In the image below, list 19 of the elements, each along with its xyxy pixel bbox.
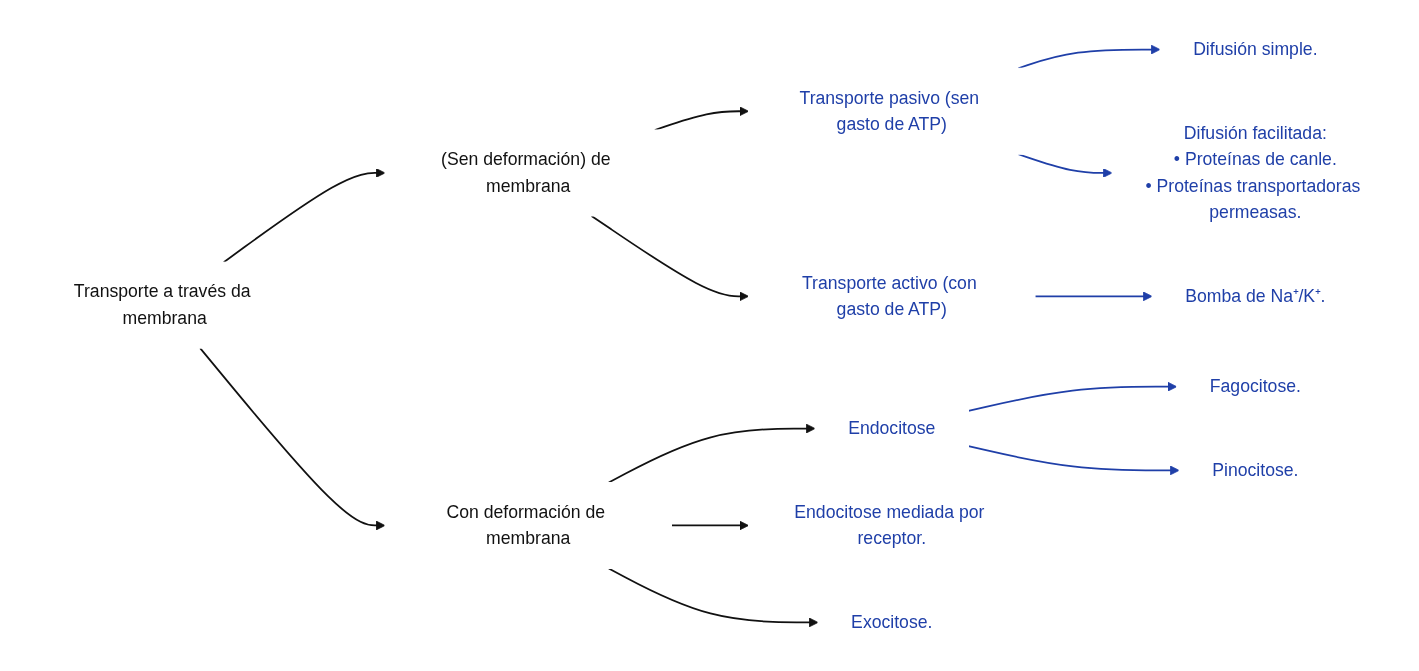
node-text: Endocitose bbox=[847, 418, 935, 437]
arrow bbox=[222, 167, 385, 263]
arrow bbox=[590, 214, 749, 301]
node-text: Transporte a través da membrana bbox=[73, 281, 251, 327]
arrow bbox=[967, 381, 1177, 412]
node-text: Pinocitose. bbox=[1211, 459, 1298, 479]
node-text: Transporte pasivo (sen gasto de ATP) bbox=[799, 87, 979, 133]
node-text: Con deformación de membrana bbox=[445, 501, 605, 548]
node-text: Endocitose mediada por receptor. bbox=[793, 501, 984, 548]
arrow bbox=[670, 520, 749, 530]
node-text: Difusión facilitada: • Proteínas de canle. • Proteínas transportadoras permeasas. bbox=[1144, 122, 1360, 221]
node-text: (Sen deformación) de membrana bbox=[440, 149, 611, 195]
node-text: Difusión simple. bbox=[1192, 39, 1318, 58]
arrow bbox=[198, 346, 385, 530]
node-text: Fagocitose. bbox=[1209, 376, 1301, 395]
arrow bbox=[607, 567, 818, 627]
node-text: Bomba de Na⁺/K⁺. bbox=[1184, 285, 1326, 305]
node-text: Exocitose. bbox=[850, 612, 932, 631]
node-text: Transporte activo (con gasto de ATP) bbox=[801, 272, 977, 318]
